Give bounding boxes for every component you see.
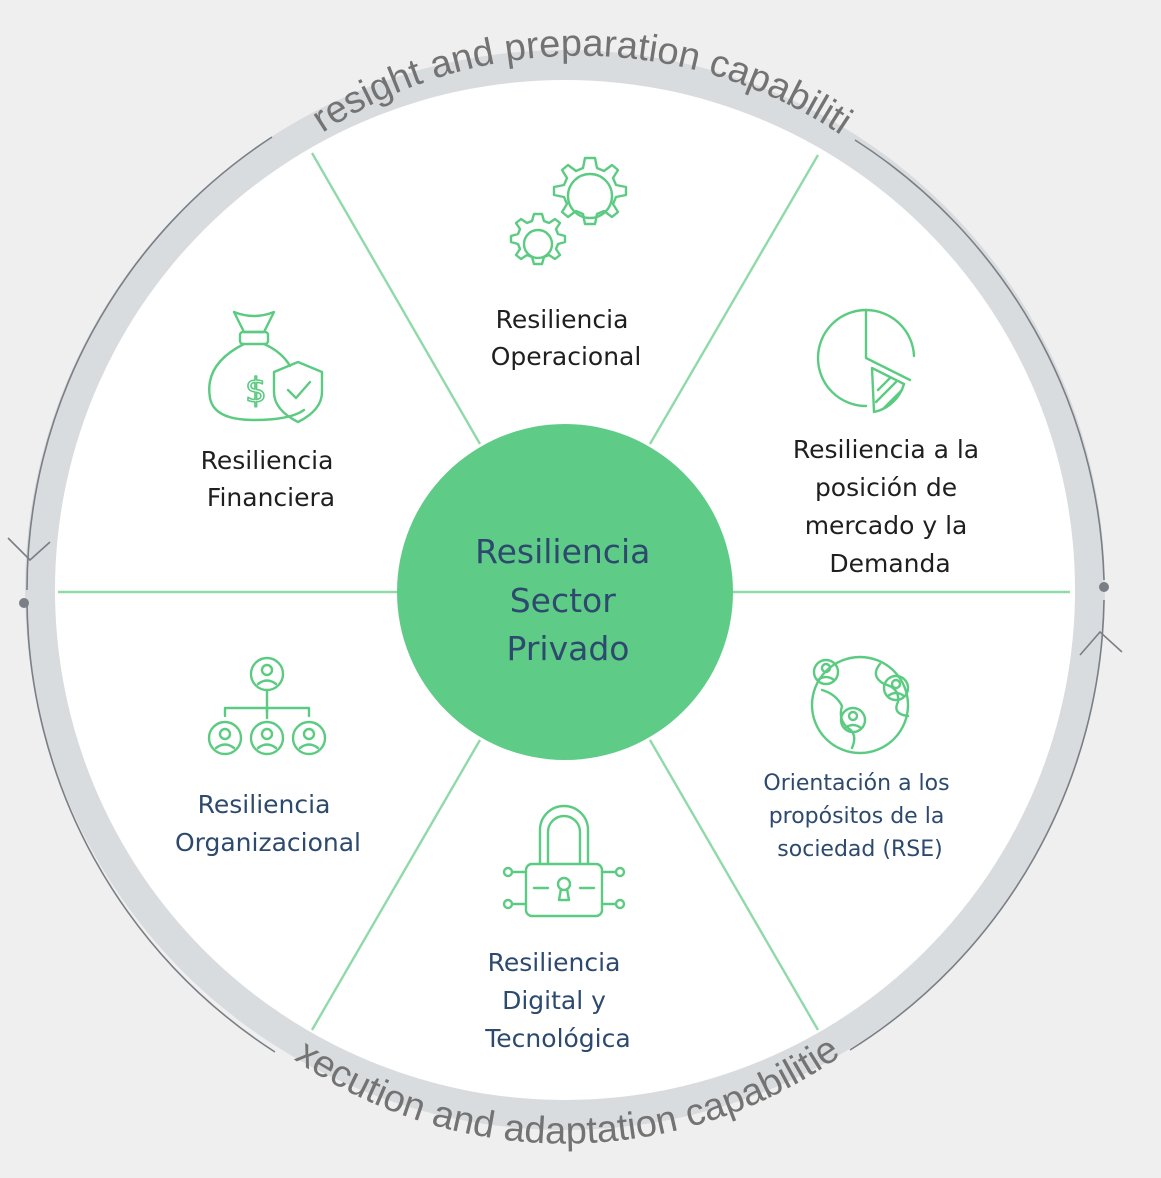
- left-lower-arc: [26, 599, 276, 1053]
- center-line-3: Privado: [507, 629, 630, 668]
- money-bag-shield-icon: $: [208, 310, 324, 424]
- right-dot: [1099, 582, 1109, 592]
- globe-people-icon: [810, 655, 910, 755]
- rse-label: Orientación a los propósitos de la socie…: [763, 771, 956, 862]
- mercado-label: Resiliencia a la posición de mercado y l…: [793, 435, 987, 578]
- org-chart-icon: [207, 656, 327, 756]
- center-title: Resiliencia Sector Privado: [475, 532, 661, 668]
- operacional-label: Resiliencia Operacional: [491, 305, 642, 371]
- digital-lock-icon: [502, 804, 626, 918]
- svg-text:$: $: [245, 371, 267, 411]
- financiera-label: Resiliencia Financiera: [201, 446, 342, 512]
- left-dot: [19, 598, 29, 608]
- left-upper-arc: [26, 136, 273, 591]
- segment-dividers: [58, 152, 1070, 1031]
- center-circle: [397, 424, 733, 760]
- pie-chart-icon: [816, 308, 916, 414]
- center-line-1: Resiliencia: [475, 532, 650, 571]
- right-lower-arc: [849, 599, 1105, 1051]
- cycle-arrows: [7, 136, 1123, 1053]
- right-upper-arc: [854, 139, 1105, 581]
- center-line-2: Sector: [510, 581, 617, 620]
- organizacional-label: Resiliencia Organizacional: [175, 790, 361, 857]
- digital-label: Resiliencia Digital y Tecnológica: [484, 948, 630, 1053]
- gears-icon: [509, 156, 628, 266]
- right-arrowhead: [1079, 630, 1123, 656]
- left-arrowhead: [7, 537, 51, 562]
